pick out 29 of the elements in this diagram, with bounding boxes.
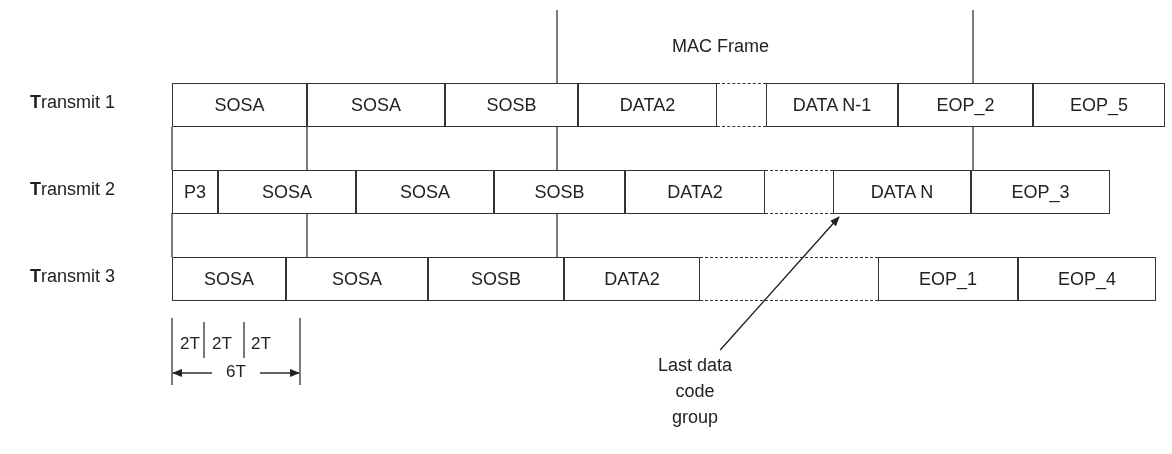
frame-field: SOSB	[445, 83, 578, 127]
frame-field: SOSA	[307, 83, 445, 127]
callout-text: Last data code group	[650, 352, 740, 430]
frame-label: MAC Frame	[672, 36, 769, 57]
dimension-label: 2T	[251, 334, 271, 354]
row-label: Transmit 2	[30, 179, 116, 200]
frame-field: DATA N	[833, 170, 971, 214]
row-label: Transmit 3	[30, 266, 116, 287]
dimension-label: 2T	[180, 334, 200, 354]
frame-field: SOSA	[286, 257, 428, 301]
frame-field: EOP_2	[898, 83, 1033, 127]
frame-field: EOP_4	[1018, 257, 1156, 301]
frame-field: EOP_3	[971, 170, 1110, 214]
frame-field: EOP_5	[1033, 83, 1165, 127]
frame-field: SOSA	[172, 83, 307, 127]
frame-field: SOSA	[218, 170, 356, 214]
dimension-label: 2T	[212, 334, 232, 354]
leader-arrow	[719, 216, 840, 351]
frame-field: SOSA	[172, 257, 286, 301]
frame-field: P3	[172, 170, 218, 214]
frame-field: SOSB	[428, 257, 564, 301]
frame-field: DATA2	[578, 83, 717, 127]
frame-field: DATA N-1	[766, 83, 898, 127]
frame-field: SOSB	[494, 170, 625, 214]
frame-field: EOP_1	[878, 257, 1018, 301]
frame-field: DATA2	[625, 170, 765, 214]
frame-field: SOSA	[356, 170, 494, 214]
frame-field: DATA2	[564, 257, 700, 301]
row-label: Transmit 1	[30, 92, 116, 113]
